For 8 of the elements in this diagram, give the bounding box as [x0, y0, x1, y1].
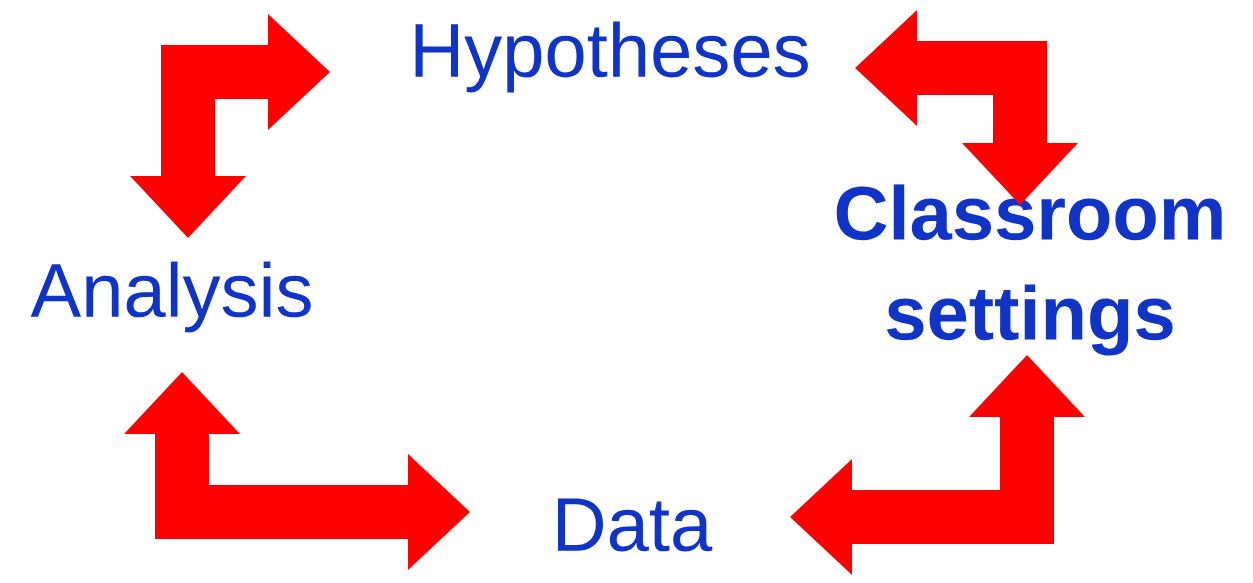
bent-arrow	[130, 14, 330, 238]
node-label: Hypotheses	[415, 21, 808, 93]
node-label: Data	[558, 498, 713, 552]
node-label: Analysis	[30, 261, 311, 333]
bent-arrow	[855, 10, 1078, 205]
node-label: Classroom settings	[836, 184, 1222, 356]
bent-arrow	[790, 355, 1085, 575]
bent-arrow	[124, 372, 470, 570]
